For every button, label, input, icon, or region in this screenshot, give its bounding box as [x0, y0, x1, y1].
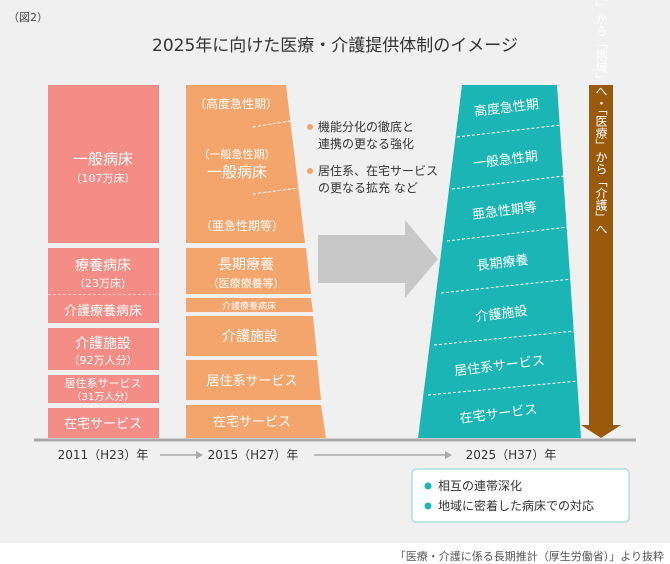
policy-direction-text: 「施設」から「地域」へ・「医療」から「介護」へ — [594, 0, 608, 235]
figure-label: （図2） — [8, 11, 48, 24]
bullet-dot — [424, 502, 432, 510]
dashed-divider — [440, 278, 573, 294]
label-general-acute-2015: （一般急性期） — [199, 147, 276, 161]
label-care-facility-2011: 介護施設 — [75, 336, 131, 352]
info-item-2: 地域に密着した病床での対応 — [438, 498, 594, 513]
transition-arrow-icon — [318, 220, 438, 298]
arrow-head-icon — [445, 451, 452, 459]
label-sub-acute-2025: 亜急性期等 — [471, 199, 537, 223]
note-2-line-1: 居住系、在宅サービス — [318, 163, 438, 178]
block-general-bed-2011 — [48, 85, 159, 243]
diagram-panel: （図2） 2025年に向けた医療・介護提供体制のイメージ 一般病床 （107万床… — [0, 0, 670, 543]
count-recuperation-bed-2011: （23万床） — [74, 276, 132, 290]
down-arrow-icon — [581, 85, 621, 438]
bullet-dot — [307, 124, 313, 130]
label-general-bed-2011: 一般病床 — [73, 150, 133, 168]
label-general-bed-2015: 一般病床 — [207, 163, 267, 181]
middle-notes: 機能分化の徹底と 連携の更なる強化 居住系、在宅サービス の更なる拡充 など — [307, 119, 438, 195]
bottom-info-box: 相互の連帯深化 地域に密着した病床での対応 — [411, 468, 630, 523]
label-care-recuperation-2015: 介護療養病床 — [222, 300, 276, 312]
block-residential-2015 — [186, 360, 321, 400]
block-care-recuperation-2015 — [186, 298, 313, 312]
column-2025: 高度急性期 一般急性期 亜急性期等 長期療養 介護施設 居住系サービス 在宅サー… — [418, 85, 581, 438]
dashed-divider — [433, 330, 576, 346]
block-recuperation-bed-2011 — [48, 248, 159, 295]
diagram-svg: （図2） 2025年に向けた医療・介護提供体制のイメージ 一般病床 （107万床… — [8, 0, 636, 523]
note-1-line-2: 連携の更なる強化 — [318, 136, 414, 151]
block-care-facility-2011 — [48, 328, 159, 370]
column-2015: （高度急性期） （一般急性期） 一般病床 （亜急性期等） 長期療養 （医療療養等… — [186, 85, 326, 438]
column-2011: 一般病床 （107万床） 療養病床 （23万床） 介護療養病床 介護施設 （92… — [48, 85, 159, 438]
note-2-line-2: の更なる拡充 など — [318, 180, 418, 195]
count-general-bed-2011: （107万床） — [71, 171, 136, 185]
block-residential-2011 — [48, 375, 159, 403]
label-residential-2011: 居住系サービス — [65, 376, 142, 390]
policy-direction-arrow: 「施設」から「地域」へ・「医療」から「介護」へ — [581, 0, 621, 438]
note-1-line-1: 機能分化の徹底と — [318, 119, 414, 134]
block-care-recuperation-2011 — [48, 295, 159, 323]
dashed-divider — [252, 187, 299, 195]
timeline: 2011（H23）年 2015（H27）年 2025（H37）年 — [34, 438, 636, 462]
count-residential-2011: （31万人分） — [72, 391, 135, 403]
label-home-service-2011: 在宅サービス — [64, 417, 142, 432]
label-long-term-2015: 長期療養 — [218, 256, 274, 273]
label-advanced-acute-2015: （高度急性期） — [194, 96, 278, 111]
label-sub-acute-2015: （亜急性期等） — [200, 218, 284, 233]
dashed-divider — [451, 175, 565, 190]
dashed-divider — [427, 380, 579, 396]
count-care-facility-2011: （92万人分） — [69, 354, 138, 367]
label-long-term-2025: 長期療養 — [476, 252, 530, 274]
info-item-1: 相互の連帯深化 — [438, 479, 522, 493]
dashed-divider — [252, 120, 291, 128]
year-2025: 2025（H37）年 — [466, 448, 557, 462]
diagram-title: 2025年に向けた医療・介護提供体制のイメージ — [152, 36, 518, 56]
info-box-frame — [411, 468, 630, 523]
block-home-service-2011 — [48, 408, 159, 438]
block-long-term-2015 — [186, 248, 311, 294]
bullet-dot — [424, 482, 432, 490]
label-recuperation-bed-2011: 療養病床 — [75, 257, 131, 274]
dashed-divider — [446, 226, 569, 242]
label-home-service-2015: 在宅サービス — [213, 415, 291, 430]
arrow-head-icon — [196, 451, 203, 459]
block-home-service-2015 — [186, 405, 326, 438]
label-residential-2015: 居住系サービス — [206, 374, 297, 389]
bullet-dot — [307, 168, 313, 174]
year-2015: 2015（H27）年 — [208, 448, 299, 462]
block-general-bed-2015 — [186, 85, 305, 243]
label-medical-recuperation-2015: （医療療養等） — [208, 276, 285, 290]
dashed-divider — [456, 124, 562, 138]
label-advanced-acute-2025: 高度急性期 — [473, 96, 539, 120]
label-care-facility-2015: 介護施設 — [222, 329, 278, 345]
block-2025 — [418, 85, 581, 438]
label-care-facility-2025: 介護施設 — [475, 303, 529, 325]
label-care-recuperation-2011: 介護療養病床 — [64, 303, 142, 319]
source-note: 「医療・介護に係る長期推計（厚生労働省）」より抜粋 — [394, 550, 664, 563]
block-care-facility-2015 — [186, 316, 317, 356]
year-2011: 2011（H23）年 — [58, 448, 149, 462]
label-general-acute-2025: 一般急性期 — [472, 148, 538, 172]
